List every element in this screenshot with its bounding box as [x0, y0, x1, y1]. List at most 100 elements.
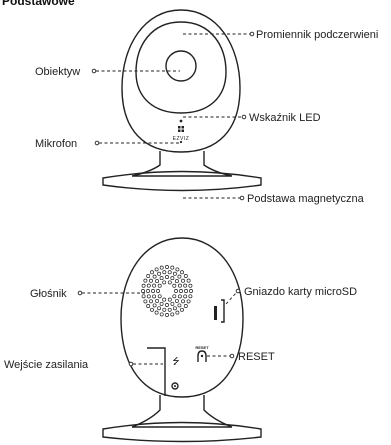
- speaker-hole: [147, 304, 150, 307]
- leader-sd-end: [236, 289, 240, 293]
- speaker-hole: [187, 300, 190, 303]
- speaker-hole: [187, 279, 190, 282]
- speaker-hole: [150, 308, 153, 311]
- speaker-hole: [165, 303, 168, 306]
- speaker-hole: [173, 295, 176, 298]
- speaker-hole: [181, 279, 184, 282]
- speaker-hole: [149, 279, 152, 282]
- speaker-hole: [178, 304, 181, 307]
- speaker-hole: [142, 295, 145, 298]
- speaker-hole: [173, 272, 176, 275]
- speaker-hole: [189, 295, 192, 298]
- reset-pin-hole: [201, 355, 203, 357]
- label-microphone: Mikrofon: [35, 138, 77, 150]
- speaker-hole: [165, 313, 168, 316]
- speaker-hole: [178, 275, 181, 278]
- ezviz-logo-icon: [178, 126, 184, 132]
- speaker-hole: [178, 284, 181, 287]
- microphone-icon: [180, 141, 182, 143]
- label-lens: Obiektyw: [35, 66, 80, 78]
- leader-base-end: [240, 196, 244, 200]
- speaker-hole: [156, 289, 159, 292]
- speaker-hole: [180, 308, 183, 311]
- front-callouts: Promiennik podczerwieni Obiektyw Wskaźni…: [35, 29, 378, 205]
- speaker-hole: [150, 271, 153, 274]
- led-indicator-icon: [180, 120, 183, 123]
- power-port-icon: [147, 348, 165, 396]
- speaker-hole: [160, 277, 163, 280]
- label-ir-emitter: Promiennik podczerwieni: [256, 29, 378, 41]
- speaker-grille-icon: [141, 265, 192, 316]
- speaker-hole: [149, 300, 152, 303]
- speaker-hole: [175, 299, 178, 302]
- speaker-hole: [153, 304, 156, 307]
- leader-lens-end: [92, 69, 96, 73]
- speaker-hole: [155, 311, 158, 314]
- leader-ir-end: [250, 32, 254, 36]
- speaker-hole: [168, 308, 171, 311]
- speaker-hole: [156, 299, 159, 302]
- speaker-hole: [153, 284, 156, 287]
- speaker-hole: [184, 295, 187, 298]
- speaker-hole: [173, 284, 176, 287]
- front-face-plate: [136, 22, 226, 113]
- speaker-hole: [158, 307, 161, 310]
- speaker-hole: [184, 284, 187, 287]
- speaker-hole: [179, 289, 182, 292]
- label-base: Podstawa magnetyczna: [247, 193, 365, 205]
- speaker-hole: [153, 275, 156, 278]
- speaker-hole: [155, 268, 158, 271]
- leader-mic-end: [95, 141, 99, 145]
- speaker-hole: [171, 302, 174, 305]
- speaker-hole: [156, 280, 159, 283]
- speaker-hole: [168, 298, 171, 301]
- leader-reset-end: [230, 354, 234, 358]
- leader-power-end: [129, 362, 133, 366]
- speaker-hole: [158, 284, 161, 287]
- speaker-hole: [144, 300, 147, 303]
- back-base: [103, 423, 261, 442]
- diagram-title: Podstawowe: [2, 0, 75, 8]
- speaker-hole: [178, 295, 181, 298]
- speaker-hole: [147, 295, 150, 298]
- speaker-hole: [147, 274, 150, 277]
- speaker-hole: [151, 289, 154, 292]
- speaker-hole: [180, 271, 183, 274]
- speaker-hole: [141, 289, 144, 292]
- speaker-hole: [158, 295, 161, 298]
- speaker-hole: [163, 298, 166, 301]
- speaker-hole: [176, 268, 179, 271]
- speaker-hole: [160, 313, 163, 316]
- speaker-hole: [176, 311, 179, 314]
- lens-icon: [166, 51, 196, 81]
- speaker-hole: [158, 272, 161, 275]
- speaker-hole: [160, 266, 163, 269]
- speaker-hole: [165, 265, 168, 268]
- speaker-hole: [171, 277, 174, 280]
- speaker-hole: [163, 308, 166, 311]
- speaker-hole: [153, 295, 156, 298]
- leader-speaker-end: [78, 291, 82, 295]
- speaker-hole: [189, 284, 192, 287]
- sd-slot-icon: [221, 300, 224, 322]
- label-sd-slot: Gniazdo karty microSD: [244, 286, 357, 298]
- back-camera: RESET ⭍: [103, 238, 261, 442]
- label-reset: RESET: [238, 351, 275, 363]
- reset-engraving: RESET: [195, 345, 209, 350]
- sd-slot-marks: [214, 306, 217, 320]
- speaker-hole: [163, 281, 166, 284]
- speaker-hole: [189, 289, 192, 292]
- speaker-hole: [142, 284, 145, 287]
- speaker-hole: [175, 280, 178, 283]
- speaker-hole: [160, 302, 163, 305]
- leader-sd: [226, 293, 236, 304]
- speaker-hole: [165, 275, 168, 278]
- speaker-hole: [184, 274, 187, 277]
- back-callouts: Głośnik Gniazdo karty microSD Wejście za…: [4, 286, 357, 371]
- label-power: Wejście zasilania: [4, 359, 89, 371]
- speaker-hole: [184, 289, 187, 292]
- speaker-hole: [144, 279, 147, 282]
- label-led: Wskaźnik LED: [249, 112, 321, 124]
- usb-symbol-icon: ⭍: [172, 356, 180, 367]
